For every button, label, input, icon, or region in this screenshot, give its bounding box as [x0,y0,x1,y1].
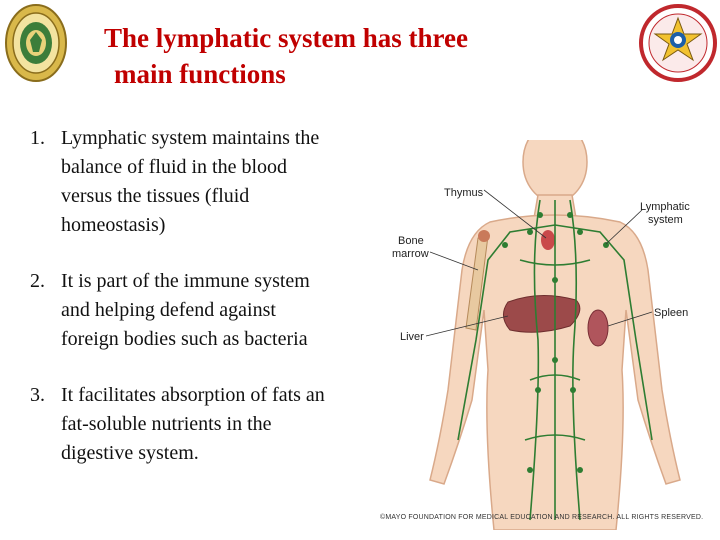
lymphatic-system-diagram: Thymus Lymphatic system Bone marrow Sple… [392,140,690,530]
liver-shape [503,294,581,333]
bone-marrow-label-line-2: marrow [392,248,429,260]
title-line-1: The lymphatic system has three [104,23,468,53]
list-item: 2. It is part of the immune system and h… [30,267,390,354]
title-line-2: main functions [114,59,286,89]
university-seal-icon [5,4,67,82]
functions-list: 1. Lymphatic system maintains the balanc… [30,124,390,495]
spleen-shape [587,309,609,347]
thymus-shape [541,230,555,250]
list-item-text: It is part of the immune system and help… [61,270,310,350]
list-item-text: It facilitates absorption of fats an fat… [61,384,325,464]
lymphatic-system-label-line-1: Lymphatic [640,201,690,213]
slide-title: The lymphatic system has three main func… [104,20,574,92]
lymphatic-system-label-line-2: system [648,214,683,226]
bone-marrow-dot [478,230,490,242]
liver-label: Liver [400,331,424,343]
lymphatic-system-leader [605,209,643,245]
college-emblem-icon [639,4,717,82]
bone-marrow-leader [429,251,479,271]
list-item-text: Lymphatic system maintains the balance o… [61,127,320,236]
spleen-label: Spleen [654,307,688,319]
spleen-leader [607,311,653,327]
list-item-number: 3. [30,384,45,406]
list-item: 3. It facilitates absorption of fats an … [30,381,390,468]
bone-marrow-label-line-1: Bone [398,235,424,247]
list-item-number: 1. [30,127,45,149]
lymph-nodes [502,212,609,473]
thymus-leader [483,189,547,239]
thymus-label: Thymus [444,187,484,199]
list-item: 1. Lymphatic system maintains the balanc… [30,124,390,240]
list-item-number: 2. [30,270,45,292]
figure-credit: ©MAYO FOUNDATION FOR MEDICAL EDUCATION A… [380,514,704,521]
liver-leader [425,315,509,337]
